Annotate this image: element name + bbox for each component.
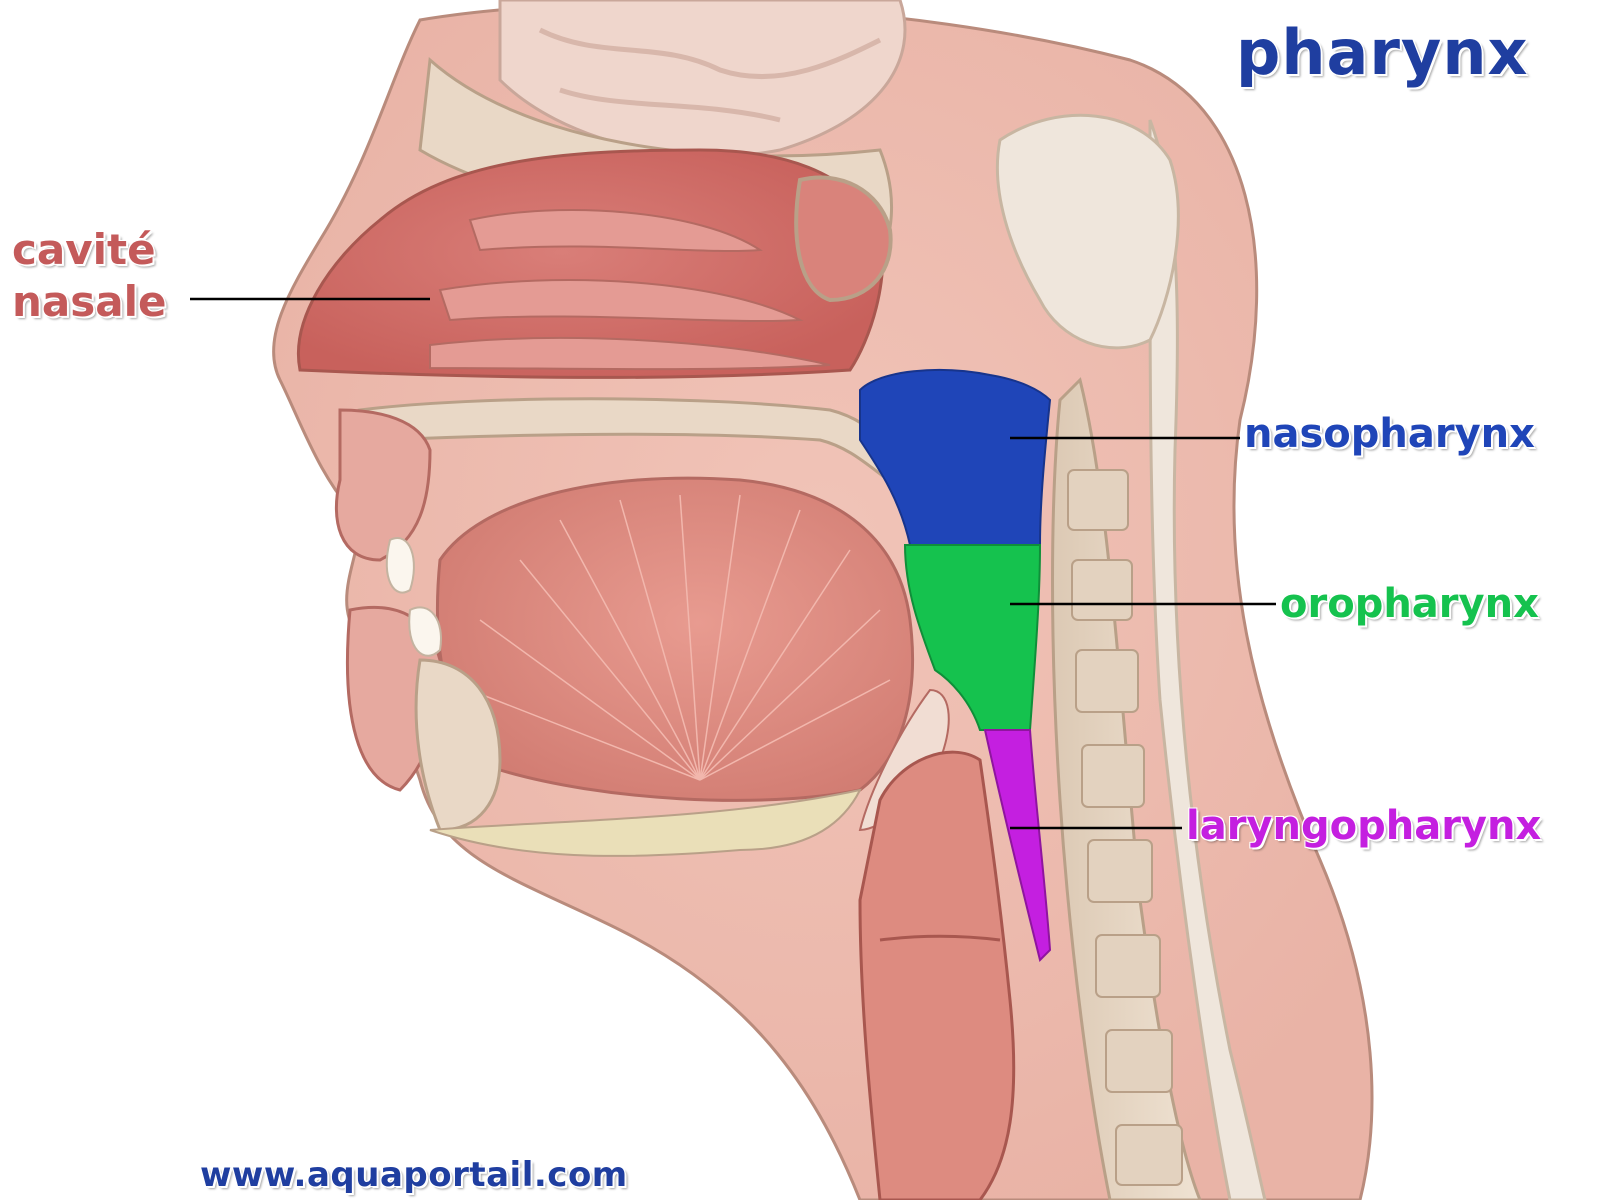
oropharynx-region: [903, 544, 1042, 731]
turbinate-middle: [438, 279, 804, 323]
turbinate-upper: [468, 209, 763, 253]
upper-tooth: [385, 537, 415, 594]
sphenoid-sinus: [794, 175, 893, 303]
tongue: [436, 476, 914, 802]
label-nasal-line1: cavité: [12, 225, 156, 274]
label-nasal-line2: nasale: [12, 277, 167, 326]
nasopharynx-region: [859, 369, 1052, 546]
brain-region: [498, 0, 907, 158]
turbinate-lower: [429, 336, 831, 371]
upper-lip: [334, 408, 432, 562]
larynx: [858, 750, 1016, 1200]
chin-soft-tissue: [429, 788, 862, 857]
lower-tooth: [408, 606, 442, 657]
label-nasopharynx: nasopharynx: [1244, 411, 1535, 457]
label-nasal-cavity: cavité nasale: [12, 224, 166, 328]
source-url: www.aquaportail.com: [200, 1155, 628, 1195]
vertebrae: [1067, 469, 1183, 1186]
mandible: [414, 658, 502, 832]
tongue-muscle-fibers: [469, 494, 891, 781]
label-laryngopharynx: laryngopharynx: [1186, 803, 1542, 849]
title-pharynx: pharynx: [1236, 16, 1529, 89]
label-oropharynx: oropharynx: [1280, 581, 1539, 627]
laryngopharynx-region: [983, 729, 1052, 962]
brainstem: [995, 113, 1180, 350]
